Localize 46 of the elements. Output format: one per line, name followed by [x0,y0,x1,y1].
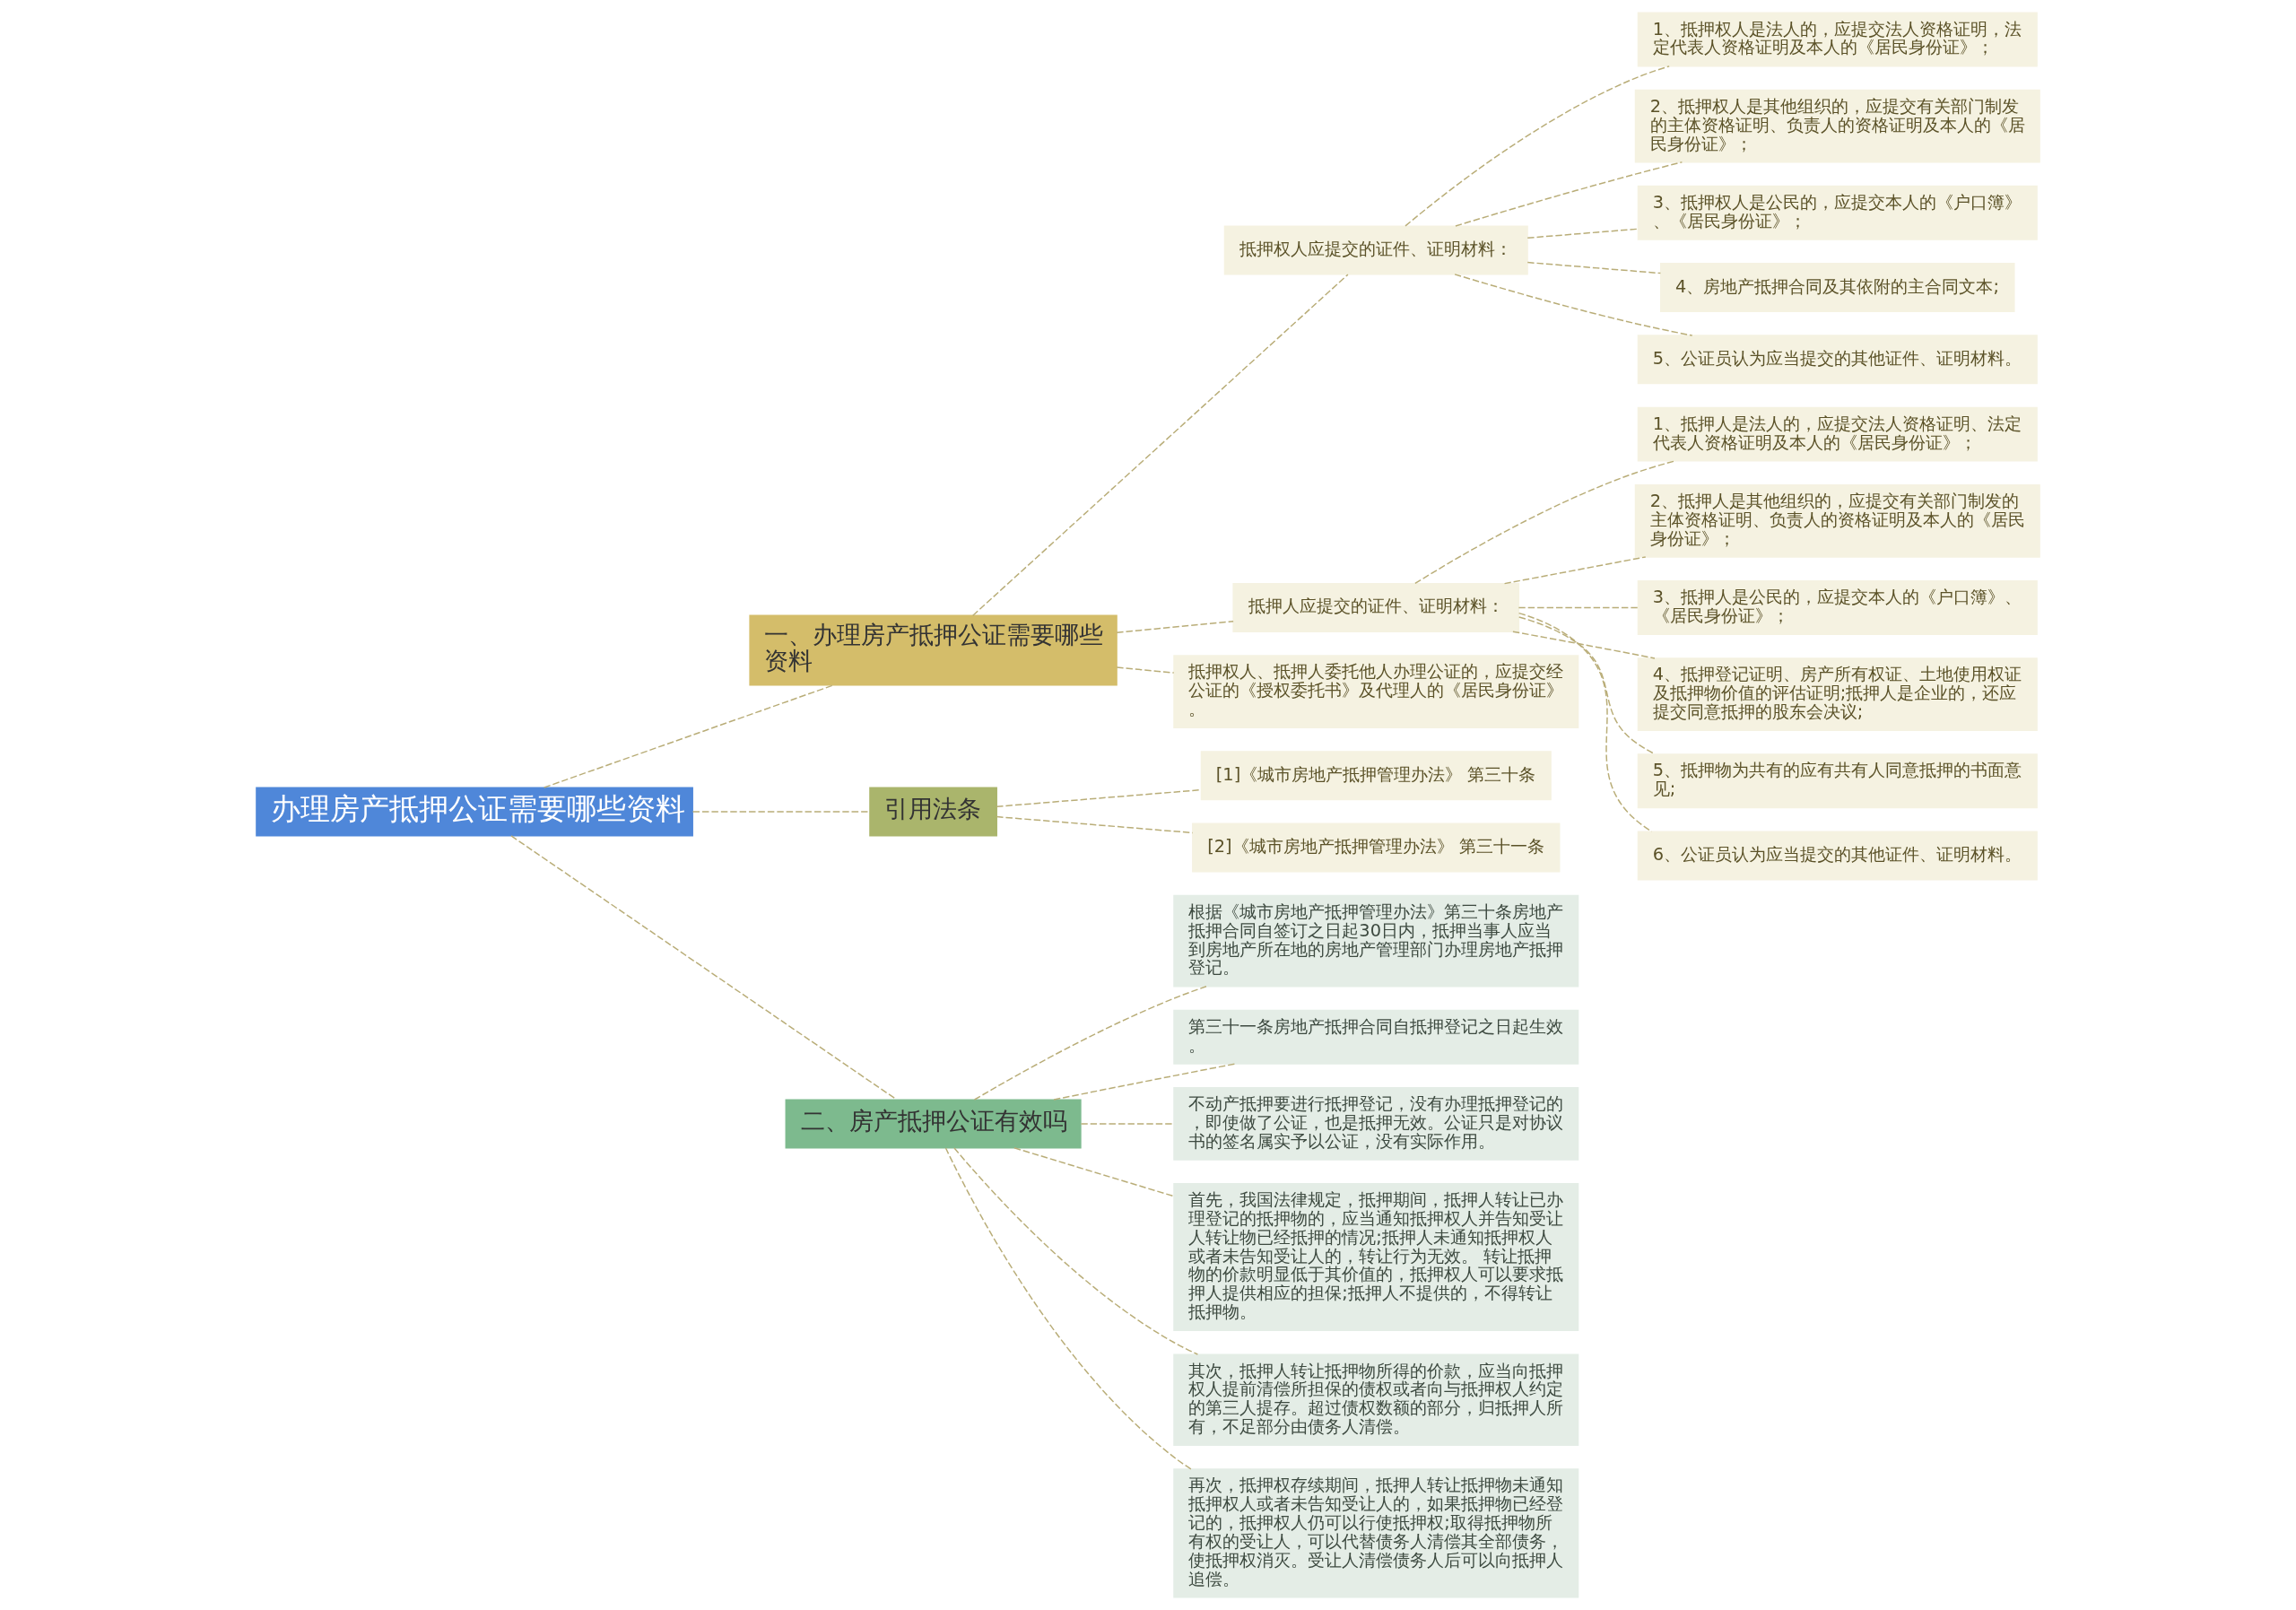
connector [1080,1123,1175,1125]
node-box: 办理房产抵押公证需要哪些资料 [256,787,693,837]
node-box: 抵押人应提交的证件、证明材料： [1232,582,1520,632]
node-box: 其次，抵押人转让抵押物所得的价款，应当向抵押权人提前清偿所担保的债权或者向与抵押权人约定的第三人提存。超过债权数额的部分，归抵押人所有，不足部分由债务人清偿。 [1173,1353,1579,1446]
connector [972,274,1349,616]
node-box: 6、公证员认为应当提交的其他证件、证明材料。 [1637,831,2038,881]
node-box: 3、抵押权人是公民的，应提交本人的《户口簿》、《居民身份证》； [1637,185,2038,240]
connector [1013,1147,1175,1197]
connector [1405,65,1670,227]
node-box: 4、抵押登记证明、房产所有权证、土地使用权证及抵押物价值的评估证明;抵押人是企业的，还应提交同意抵押的股东会决议; [1637,657,2038,731]
node-box: 抵押权人、抵押人委托他人办理公证的，应提交经公证的《授权委托书》及代理人的《居民身份证》。 [1173,655,1579,728]
node-box: 4、房地产抵押合同及其依附的主合同文本; [1660,263,2015,313]
connector [1454,274,1693,336]
node-box: 二、房产抵押公证有效吗 [785,1099,1082,1149]
connector [996,815,1194,834]
connector [1526,261,1662,274]
connector [1526,228,1639,239]
node-box: 3、抵押人是公民的，应提交本人的《户口簿》、《居民身份证》； [1637,579,2038,635]
node-box: 不动产抵押要进行抵押登记，没有办理抵押登记的，即使做了公证，也是抵押无效。公证只是对协议书的签名属实予以公证，没有实际作用。 [1173,1087,1579,1161]
node-box: 第三十一条房地产抵押合同自抵押登记之日起生效。 [1173,1009,1579,1065]
node-box: 1、抵押权人是法人的，应提交法人资格证明，法定代表人资格证明及本人的《居民身份证》； [1637,12,2038,67]
node-box: [1]《城市房地产抵押管理办法》 第三十条 [1200,751,1552,801]
connector [1512,631,1656,659]
connector [1116,666,1175,674]
connector [1503,556,1647,585]
node-box: 引用法条 [869,787,997,837]
connector [973,986,1207,1101]
node-box: 一、办理房产抵押公证需要哪些资料 [749,614,1118,686]
connector [1414,460,1676,585]
node-box: 再次，抵押权存续期间，抵押人转让抵押物未通知抵押权人或者未告知受让人的，如果抵押物已经登记的，抵押权人仍可以行使抵押权;取得抵押物所有权的受让人，可以代替债务人清偿其全部债务，使抵押权消灭。受让人清偿债务人后可以向抵押人追偿。 [1173,1468,1579,1598]
connector [1518,606,1639,609]
node-box: 5、抵押物为共有的应有共有人同意抵押的书面意见; [1637,753,2038,809]
connector [1053,1063,1237,1101]
node-box: [2]《城市房地产抵押管理办法》 第三十一条 [1192,822,1561,873]
node-box: 抵押权人应提交的证件、证明材料： [1223,225,1528,275]
connector [1455,161,1683,227]
node-box: 1、抵押人是法人的，应提交法人资格证明、法定代表人资格证明及本人的《居民身份证》； [1637,406,2038,462]
connector [1116,620,1234,634]
node-box: 根据《城市房地产抵押管理办法》第三十条房地产抵押合同自签订之日起30日内，抵押当事人应当到房地产所在地的房地产管理部门办理房地产抵押登记。 [1173,894,1579,988]
node-box: 2、抵押权人是其他组织的，应提交有关部门制发的主体资格证明、负责人的资格证明及本人的《居民身份证》； [1634,89,2040,163]
connector [944,1147,1192,1470]
node-box: 5、公证员认为应当提交的其他证件、证明材料。 [1637,335,2038,385]
node-box: 2、抵押人是其他组织的，应提交有关部门制发的主体资格证明、负责人的资格证明及本人的《居民身份证》； [1634,483,2040,558]
connector [953,1147,1199,1355]
node-box: 首先，我国法律规定，抵押期间，抵押人转让已办理登记的抵押物的，应当通知抵押权人并告知受让人转让物已经抵押的情况;抵押人未通知抵押权人或者未告知受让人的，转让行为无效。 转让抵押物的价款明显低于其价值的，抵押权人可以要求抵押人提供相应的担保;抵押人不提供的，不得转让抵押物。 [1173,1183,1579,1332]
connector [543,684,835,788]
